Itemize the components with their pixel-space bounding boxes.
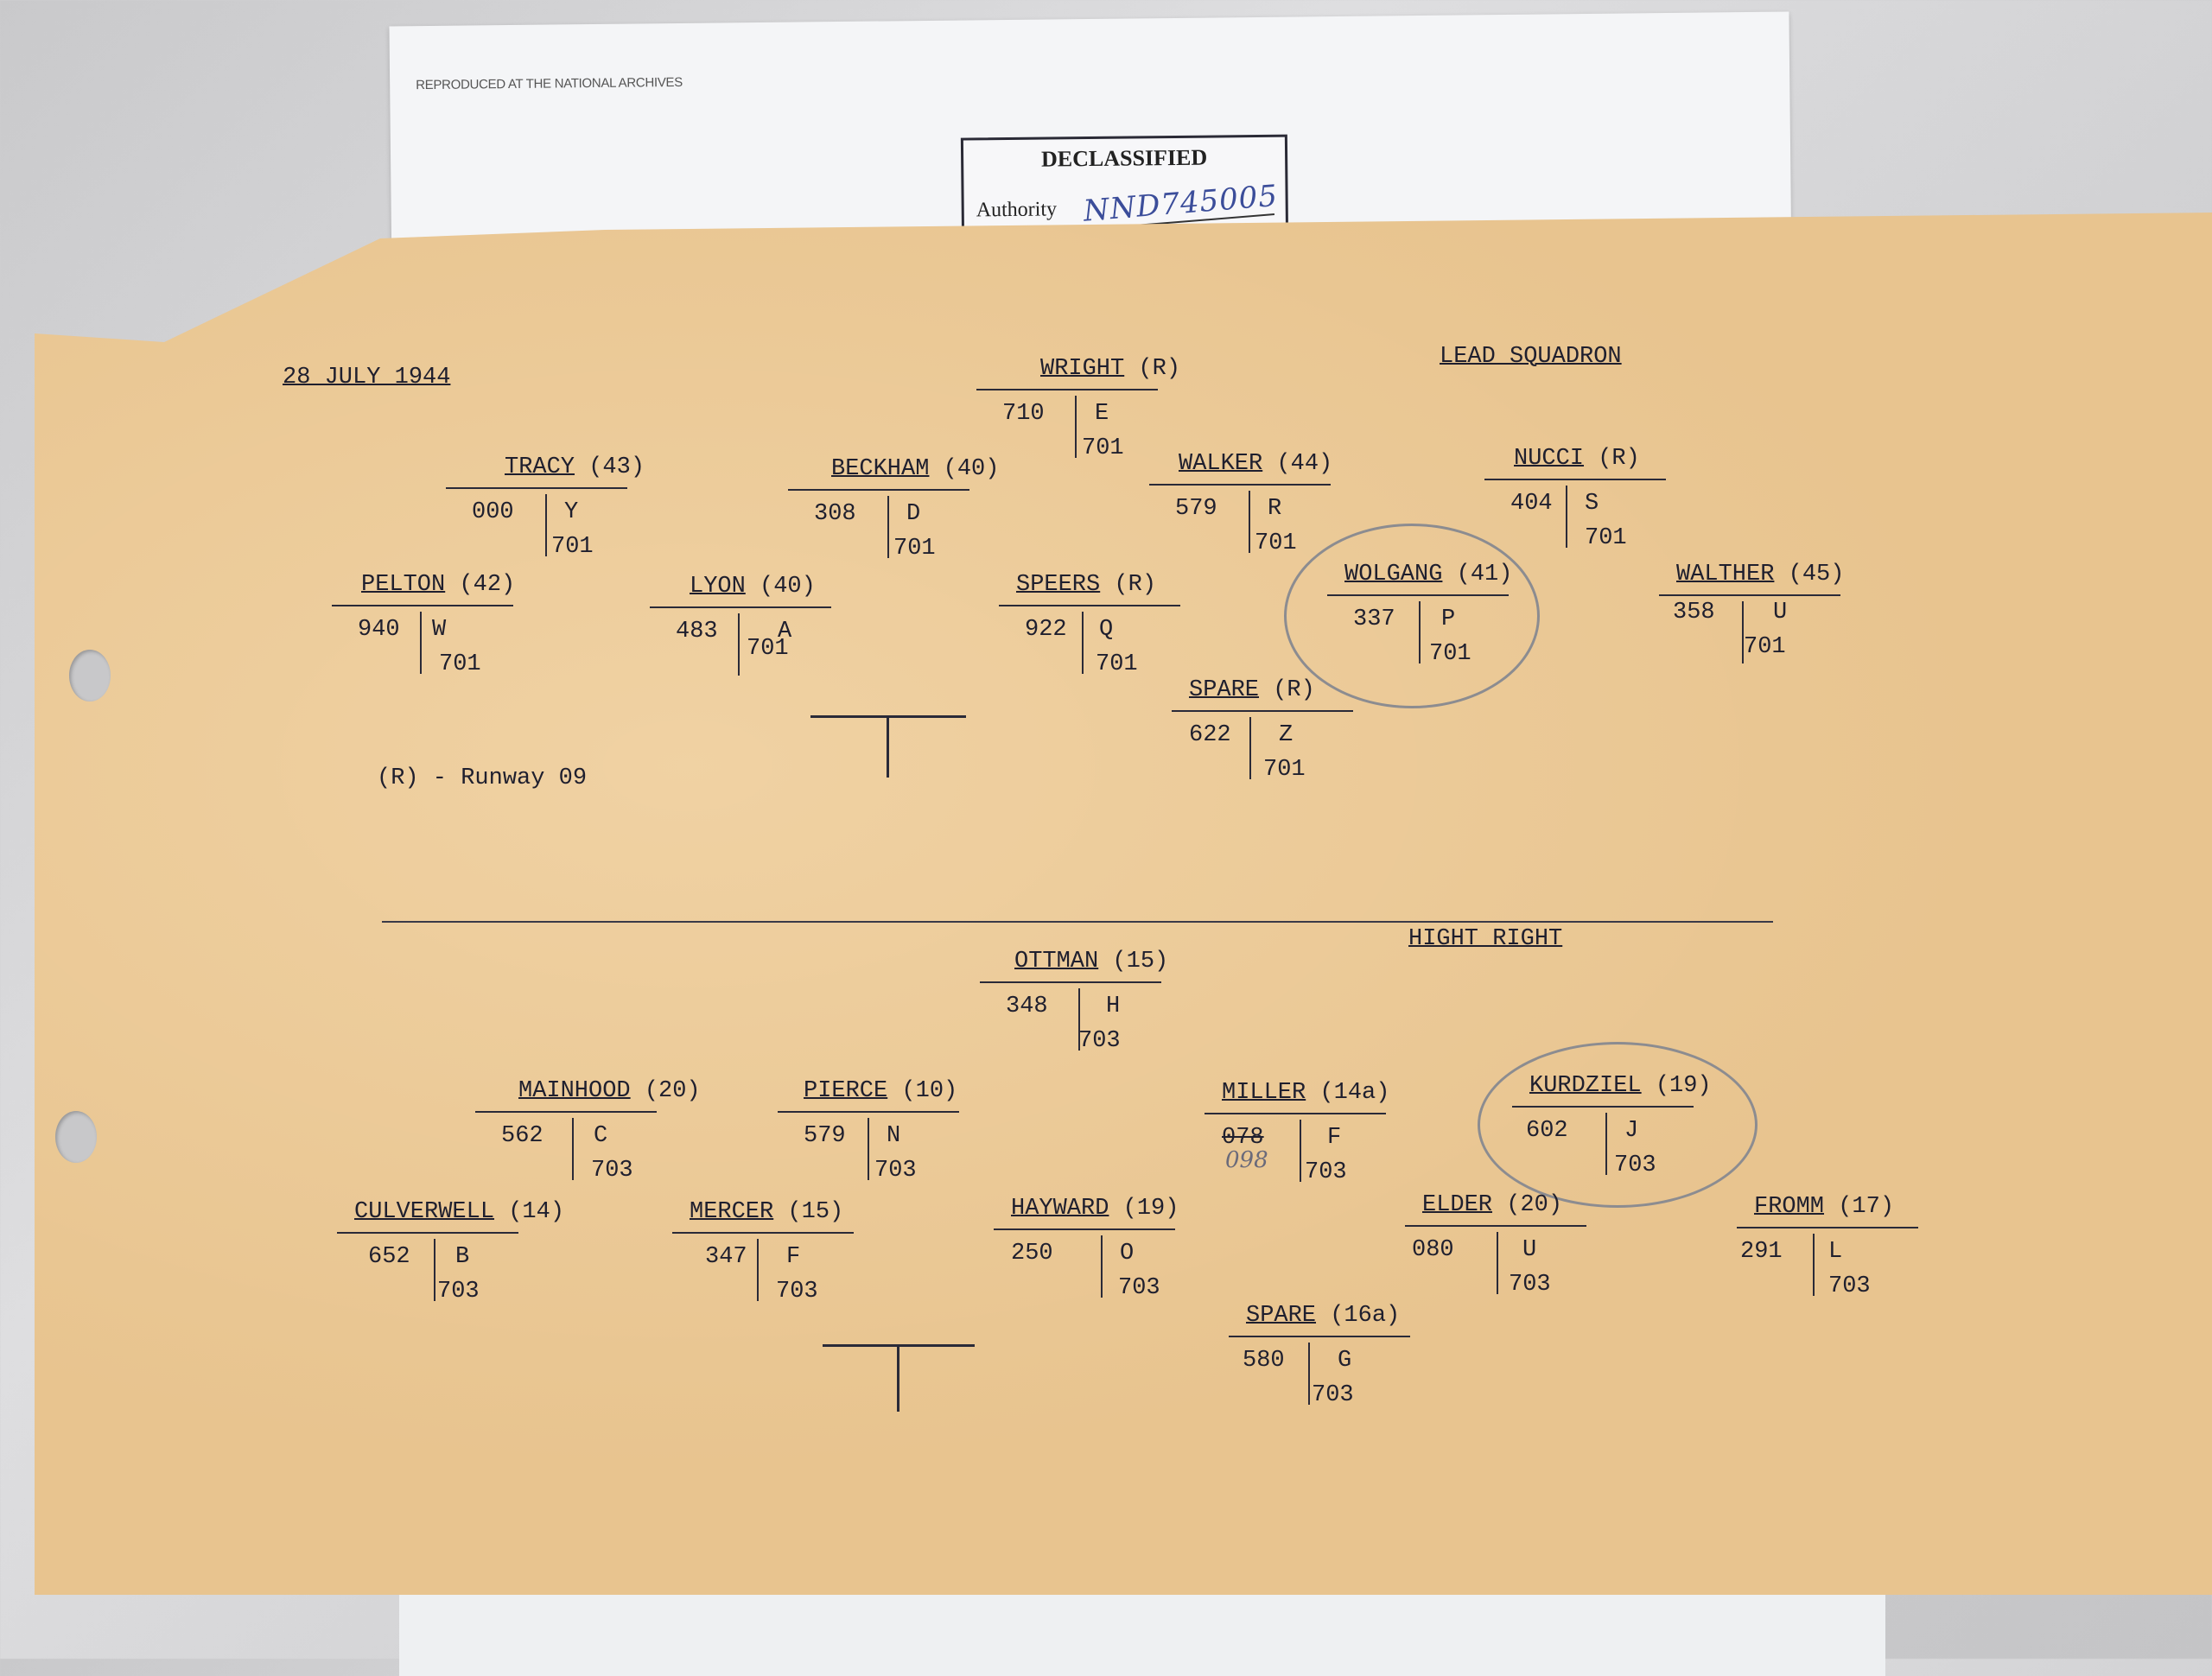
declassified-stamp: DECLASSIFIED Authority NND745005 [960, 134, 1289, 238]
cover-sheet-bottom-edge [399, 1590, 1885, 1676]
section-title-lead-squadron: LEAD SQUADRON [1440, 344, 1622, 370]
pencil-serial-correction: 098 [1225, 1147, 1268, 1173]
archives-reproduction-note: REPRODUCED AT THE NATIONAL ARCHIVES [416, 74, 683, 93]
punch-hole-top [69, 650, 111, 702]
stamp-title: DECLASSIFIED [1040, 144, 1208, 172]
formation-tee-stem-top [887, 717, 889, 778]
pencil-circle-wolgang [1284, 524, 1540, 708]
document-date: 28 JULY 1944 [283, 365, 451, 390]
runway-legend: (R) - Runway 09 [377, 765, 588, 791]
formation-tee-stem-bottom [897, 1346, 899, 1412]
stamp-authority-value: NND745005 [1082, 178, 1280, 231]
section-divider [382, 921, 1773, 923]
stamp-authority-label: Authority [976, 198, 1058, 222]
formation-tee-marker-top [810, 715, 966, 718]
punch-hole-bottom [55, 1111, 97, 1163]
formation-tee-marker-bottom [823, 1344, 975, 1347]
pencil-circle-kurdziel [1478, 1042, 1758, 1208]
section-title-hight-right: HIGHT RIGHT [1408, 926, 1563, 952]
formation-chart-page: 28 JULY 1944 LEAD SQUADRON HIGHT RIGHT (… [35, 213, 2212, 1595]
